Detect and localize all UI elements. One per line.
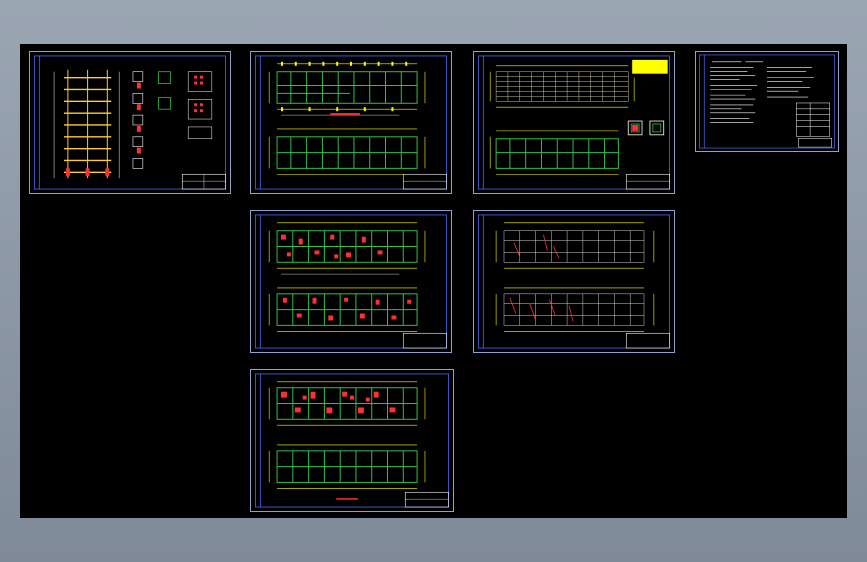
sheet-beam-layout-drawing	[477, 214, 671, 349]
sheet-elevation-sections[interactable]	[29, 51, 231, 194]
sheet-foundation-plan[interactable]	[473, 51, 675, 194]
drawing-canvas[interactable]	[20, 44, 847, 518]
sheet-floor-plans-3-drawing	[254, 373, 450, 508]
sheet-floor-plans-1[interactable]	[250, 51, 452, 194]
sheet-design-notes[interactable]	[695, 51, 839, 152]
highlight-box	[632, 59, 668, 74]
sheet-floor-plans-2-drawing	[254, 214, 448, 349]
sheet-floor-plans-3[interactable]	[250, 369, 454, 512]
sheet-foundation-plan-drawing	[477, 55, 671, 190]
sheet-floor-plans-1-drawing	[254, 55, 448, 190]
sheet-floor-plans-2[interactable]	[250, 210, 452, 353]
sheet-beam-layout[interactable]	[473, 210, 675, 353]
sheet-elevation-sections-drawing	[33, 55, 227, 190]
sheet-design-notes-drawing	[699, 54, 835, 149]
